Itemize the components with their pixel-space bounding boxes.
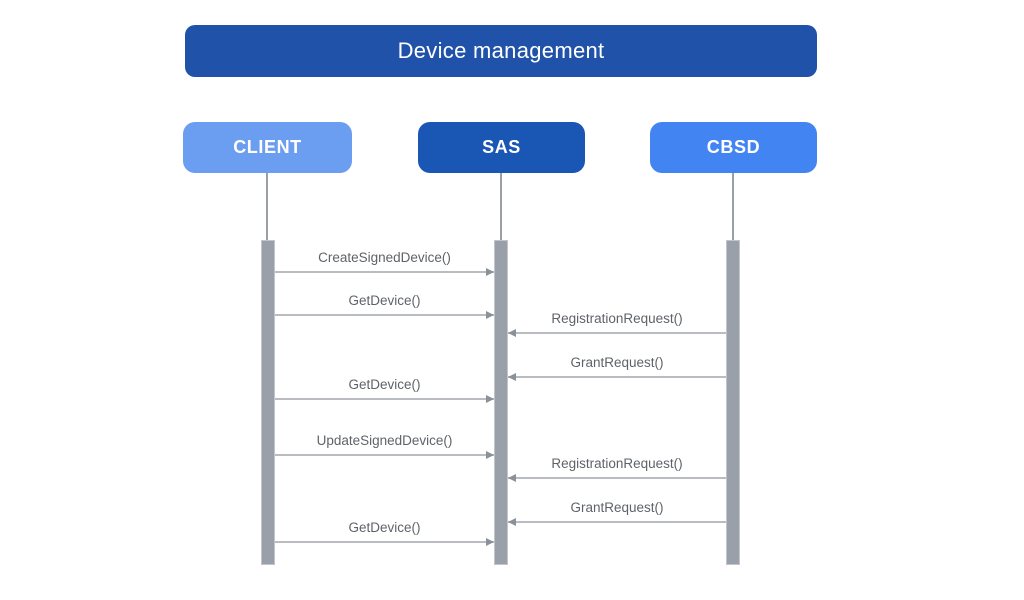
message-label: RegistrationRequest() [551,311,683,326]
message-registration-request-2: RegistrationRequest() [508,456,726,482]
activation-bar-client [261,240,275,565]
message-grant-request-2: GrantRequest() [508,500,726,526]
lifeline-client [266,173,268,241]
message-label: RegistrationRequest() [551,456,683,471]
message-label: UpdateSignedDevice() [316,433,453,448]
actor-sas: SAS [418,122,585,173]
message-arrow-line [508,332,726,334]
actor-sas-label: SAS [482,137,521,157]
arrowhead-left-icon [508,329,516,337]
arrowhead-left-icon [508,518,516,526]
message-arrow-line [275,314,494,316]
arrowhead-right-icon [486,538,494,546]
lifeline-sas [500,173,502,241]
diagram-title: Device management [185,25,817,77]
message-label: GetDevice() [348,377,421,392]
message-get-device-3: GetDevice() [275,520,494,546]
arrowhead-right-icon [486,268,494,276]
actor-cbsd: CBSD [650,122,817,173]
message-arrow-line [508,477,726,479]
arrowhead-left-icon [508,474,516,482]
arrowhead-right-icon [486,451,494,459]
activation-bar-sas [494,240,508,565]
arrowhead-left-icon [508,373,516,381]
actor-cbsd-label: CBSD [706,137,761,157]
message-label: GrantRequest() [570,355,664,370]
actor-client: CLIENT [183,122,352,173]
message-label: CreateSignedDevice() [318,250,451,265]
message-arrow-line [275,271,494,273]
arrowhead-right-icon [486,395,494,403]
message-arrow-line [508,521,726,523]
message-label: GrantRequest() [570,500,664,515]
message-arrow-line [275,398,494,400]
message-label: GetDevice() [348,520,421,535]
message-arrow-line [275,541,494,543]
diagram-title-label: Device management [397,38,605,63]
message-get-device-1: GetDevice() [275,293,494,319]
lifeline-cbsd [732,173,734,241]
message-arrow-line [508,376,726,378]
message-create-signed-device: CreateSignedDevice() [275,250,494,276]
activation-bar-cbsd [726,240,740,565]
actor-client-label: CLIENT [233,137,302,157]
message-label: GetDevice() [348,293,421,308]
message-grant-request-1: GrantRequest() [508,355,726,381]
message-registration-request-1: RegistrationRequest() [508,311,726,337]
message-update-signed-device: UpdateSignedDevice() [275,433,494,459]
message-get-device-2: GetDevice() [275,377,494,403]
message-arrow-line [275,454,494,456]
arrowhead-right-icon [486,311,494,319]
